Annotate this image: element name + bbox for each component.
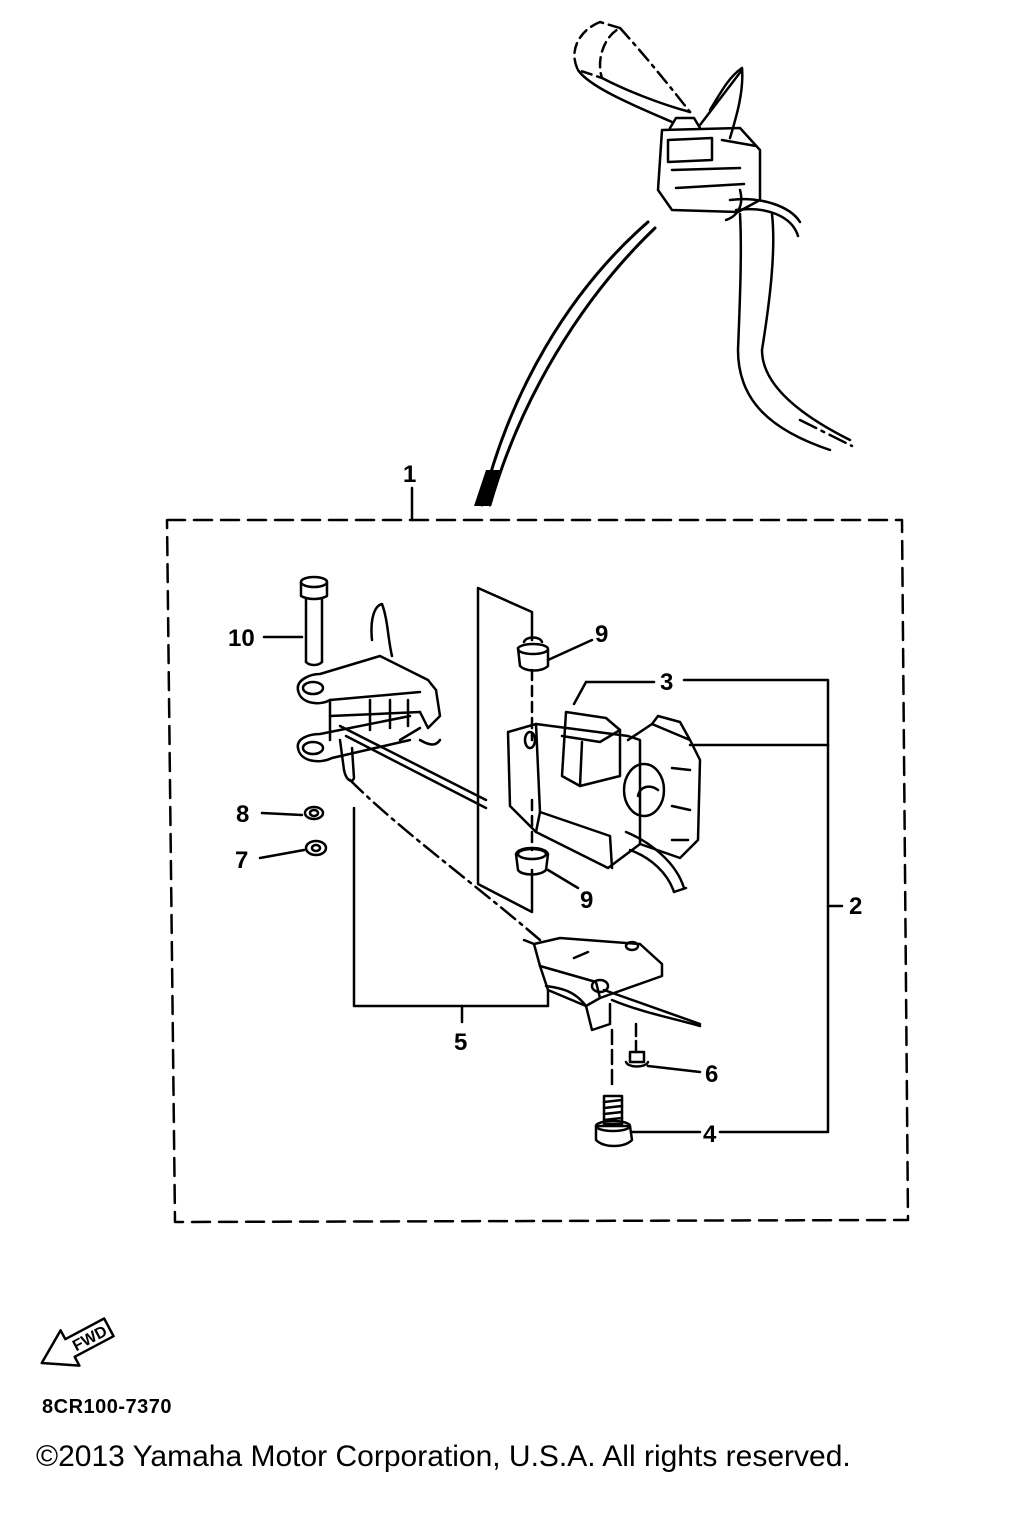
forward-direction-icon: FWD xyxy=(40,1317,115,1367)
callout-6: 6 xyxy=(705,1061,718,1088)
assembly-boundary xyxy=(165,518,910,1224)
screw-part-6 xyxy=(624,1050,650,1068)
bolt-part-4 xyxy=(594,1094,634,1148)
stop-switch-part-5 xyxy=(522,936,702,1032)
callout-8: 8 xyxy=(236,801,249,828)
washer-part-8 xyxy=(303,805,325,821)
callout-4: 4 xyxy=(703,1121,717,1148)
mounting-plate xyxy=(476,586,534,914)
callout-7: 7 xyxy=(235,847,248,874)
callout-5: 5 xyxy=(454,1029,467,1056)
nut-part-7 xyxy=(304,839,328,857)
callout-9-upper: 9 xyxy=(595,621,608,648)
fwd-label: FWD xyxy=(70,1323,110,1355)
callout-10: 10 xyxy=(228,625,255,652)
bolt-part-10 xyxy=(299,575,329,667)
throttle-lever-bracket xyxy=(296,602,442,782)
handlebar-grip-assembly xyxy=(480,20,854,507)
grommet-part-9-lower xyxy=(514,846,550,876)
callout-2: 2 xyxy=(849,893,862,920)
callout-1: 1 xyxy=(403,461,416,488)
grommet-part-9-upper xyxy=(516,636,550,672)
switch-housing-part-3 xyxy=(506,710,702,894)
callout-9-lower: 9 xyxy=(580,887,593,914)
cable-end-block xyxy=(474,470,500,506)
callout-3: 3 xyxy=(660,669,673,696)
part-code: 8CR100-7370 xyxy=(42,1396,173,1418)
copyright-notice: ©2013 Yamaha Motor Corporation, U.S.A. A… xyxy=(36,1440,851,1473)
